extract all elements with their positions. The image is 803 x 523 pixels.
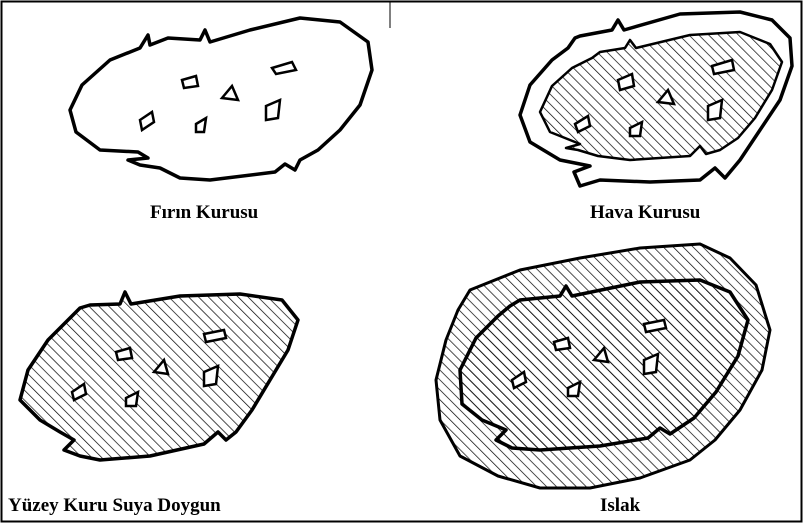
particle-outline	[20, 292, 298, 460]
ssd-particle	[20, 292, 298, 460]
air-dry-particle	[520, 12, 792, 186]
oven-dry-particle	[70, 18, 372, 180]
caption-oven-dry: Fırın Kurusu	[150, 203, 258, 222]
caption-saturated-surface-dry: Yüzey Kuru Suya Doygun	[8, 496, 221, 515]
caption-air-dry: Hava Kurusu	[590, 203, 700, 222]
wet-particle	[436, 244, 770, 488]
caption-wet: Islak	[600, 496, 640, 515]
